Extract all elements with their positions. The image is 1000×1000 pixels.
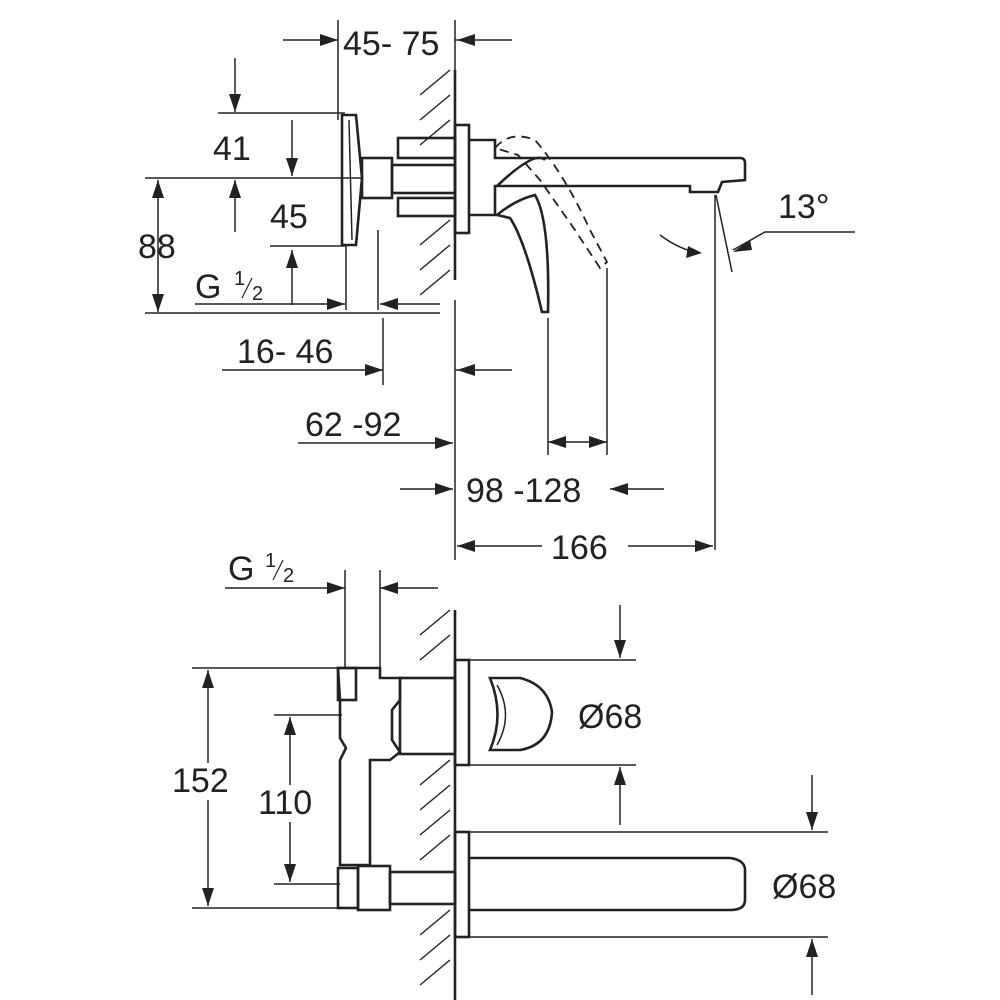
dim-flange-depth: 45- 75 xyxy=(283,20,512,120)
h41-label: 41 xyxy=(213,130,251,168)
h88-label: 88 xyxy=(138,228,176,266)
dim-wall-depth: 62 -92 xyxy=(298,406,453,449)
thread-num-top: 1 xyxy=(265,550,276,572)
dim-88: 88 xyxy=(138,180,440,314)
lever-swing-arc xyxy=(493,135,609,270)
dia-spout-label: Ø68 xyxy=(772,868,836,906)
handle-assembly xyxy=(340,113,457,310)
handle-flange xyxy=(453,658,471,767)
wall-flange xyxy=(453,123,471,235)
dim-110: 110 xyxy=(258,714,342,885)
spout-top xyxy=(469,856,747,912)
top-view: G 1 2 152 1 xyxy=(172,550,836,1000)
projection-label: 166 xyxy=(551,529,608,567)
handle-knob xyxy=(488,676,554,752)
dim-valve-depth: 16- 46 xyxy=(222,300,512,560)
wall-depth-label: 62 -92 xyxy=(305,406,401,444)
thread-den-side: 2 xyxy=(252,283,263,305)
spout xyxy=(469,138,747,314)
flange-depth-label: 45- 75 xyxy=(343,25,439,63)
h45-label: 45 xyxy=(270,198,308,236)
angle-label: 13° xyxy=(778,188,829,226)
thread-prefix-side: G xyxy=(195,268,221,306)
h110-label: 110 xyxy=(258,784,312,822)
side-view: 13° 45- 75 41 45 xyxy=(138,20,855,567)
wall-hatch-top xyxy=(419,69,457,296)
dim-dia-spout: Ø68 xyxy=(469,775,836,995)
spout-range-label: 98 -128 xyxy=(466,472,581,510)
spout-flange xyxy=(453,830,471,939)
dim-projection: 166 xyxy=(457,529,713,567)
wall-hatch-bottom xyxy=(419,609,457,1000)
thread-num-side: 1 xyxy=(234,268,245,290)
dim-41: 41 xyxy=(213,58,345,168)
h152-label: 152 xyxy=(172,762,229,800)
dim-thread-top: G 1 2 xyxy=(225,550,438,668)
dim-dia-handle: Ø68 xyxy=(469,605,642,825)
dim-spout-range: 98 -128 xyxy=(400,268,664,510)
dim-45: 45 xyxy=(145,120,362,305)
thread-den-top: 2 xyxy=(283,565,294,587)
dia-handle-label: Ø68 xyxy=(578,698,642,736)
dim-thread-side: G 1 2 xyxy=(195,268,440,310)
angle-dimension: 13° xyxy=(659,188,855,550)
thread-prefix-top: G xyxy=(228,550,254,588)
valve-depth-label: 16- 46 xyxy=(237,333,333,371)
dim-152: 152 xyxy=(172,667,340,909)
mixer-body xyxy=(336,666,457,912)
